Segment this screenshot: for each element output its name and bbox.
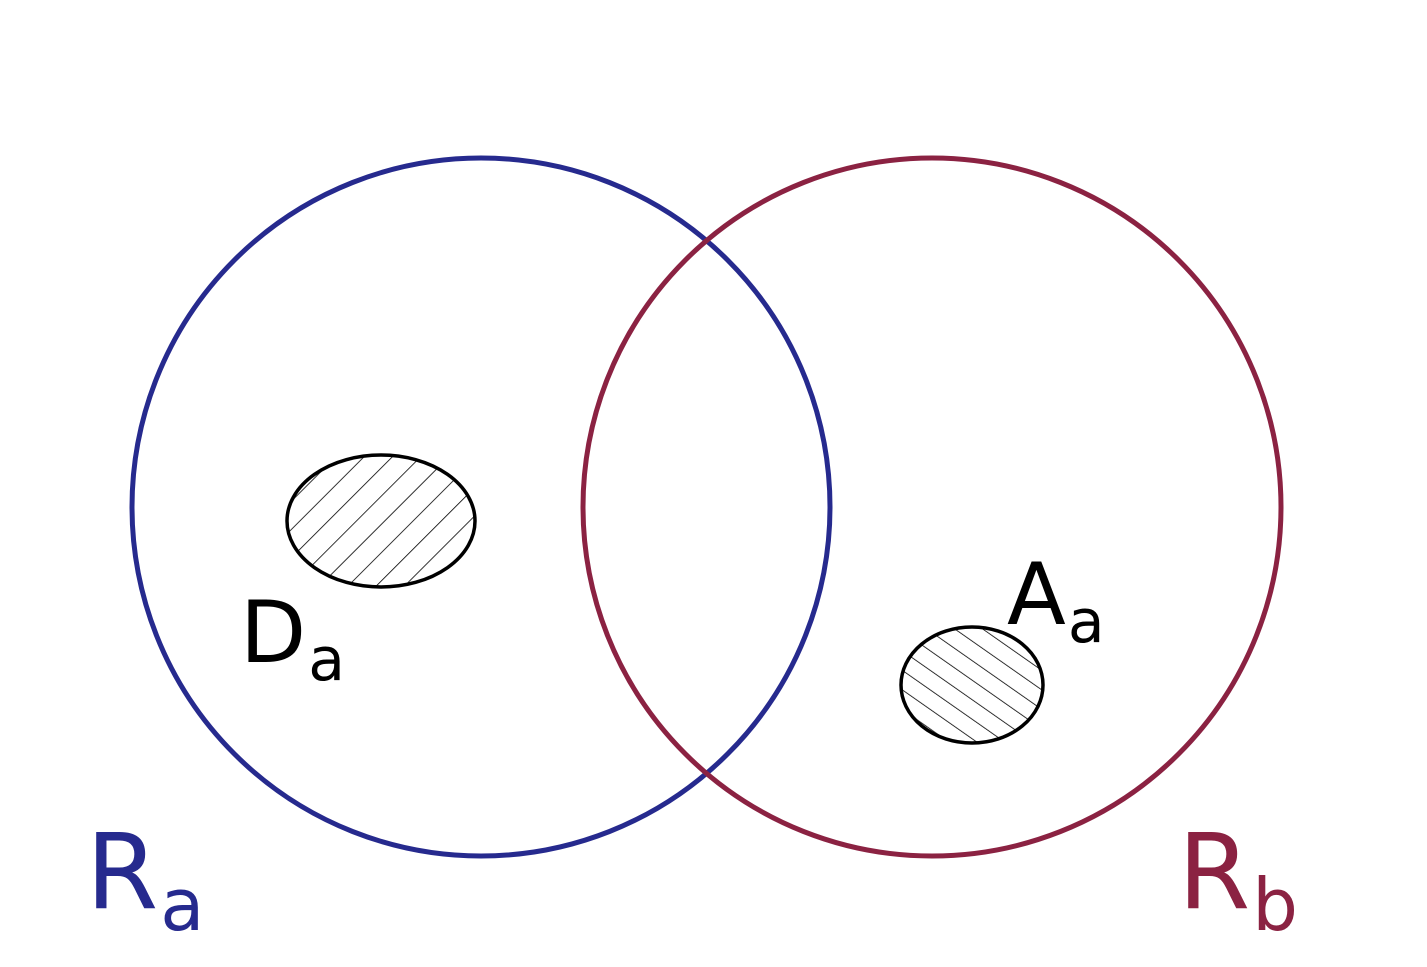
set-ra-circle [129,155,833,859]
set-ra-label-main: R [86,811,158,933]
region-da-label-sub: a [308,625,345,695]
region-da-label-main: D [240,583,306,683]
set-rb-circle [580,155,1284,859]
region-aa-label-sub: a [1068,587,1105,657]
region-da-ellipse [285,453,477,589]
set-rb-label-main: R [1178,811,1250,933]
region-da-label: Da [240,583,345,695]
region-aa-ellipse [899,625,1045,745]
set-rb-label: Rb [1178,811,1298,947]
region-aa-label: Aa [1007,545,1105,657]
set-ra-label: Ra [86,811,204,947]
set-ra-label-sub: a [160,863,204,947]
region-aa-label-main: A [1007,545,1066,645]
set-rb-label-sub: b [1252,863,1298,947]
